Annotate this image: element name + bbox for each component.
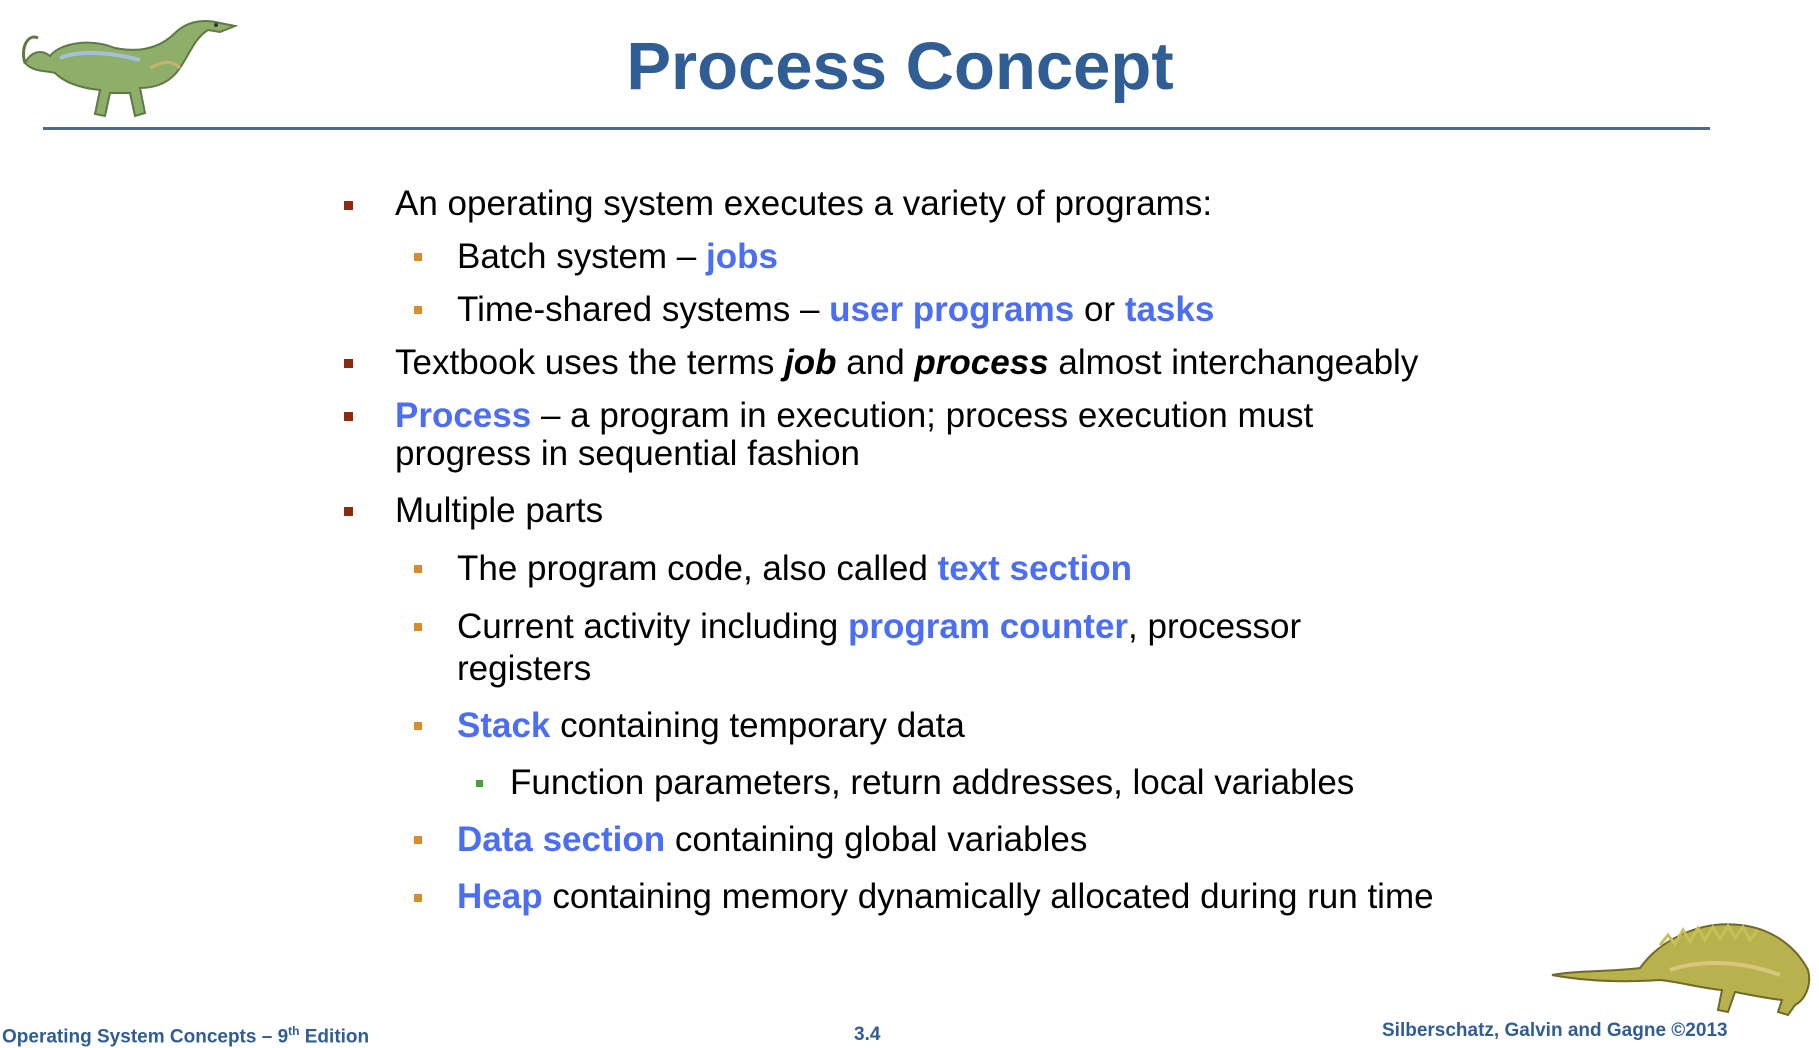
bullet-text: Time-shared systems – <box>457 290 830 329</box>
footer-text: Operating System Concepts – 9 <box>2 1026 289 1048</box>
bullet-b3-continuation: progress in sequential fashion <box>395 434 860 474</box>
term-program-counter: program counter <box>848 607 1129 646</box>
bullet-b4e: Heap containing memory dynamically alloc… <box>457 877 1434 917</box>
bullet-text: and <box>836 343 915 382</box>
bullet-b4b: Current activity including program count… <box>457 607 1301 647</box>
bullet-marker-l2 <box>414 623 422 631</box>
bullet-marker-l2 <box>414 253 422 261</box>
bullet-marker-l1 <box>344 507 353 516</box>
bullet-b3: Process – a program in execution; proces… <box>395 396 1313 436</box>
bullet-marker-l3 <box>476 780 483 787</box>
bullet-text: An operating system executes a variety o… <box>395 184 1213 223</box>
bullet-marker-l2 <box>414 836 422 844</box>
page-number: 3.4 <box>854 1024 881 1045</box>
bullet-text: The program code, also called <box>457 549 938 588</box>
bullet-b4d: Data section containing global variables <box>457 820 1087 860</box>
bullet-b2: Textbook uses the terms job and process … <box>395 343 1418 383</box>
bullet-marker-l1 <box>344 201 353 210</box>
footer-right: Silberschatz, Galvin and Gagne ©2013 <box>1382 1020 1728 1041</box>
term-text-section: text section <box>937 549 1133 588</box>
bullet-b1b: Time-shared systems – user programs or t… <box>457 290 1214 330</box>
bullet-marker-l1 <box>344 412 353 421</box>
term-data-section: Data section <box>457 820 666 859</box>
term-jobs: jobs <box>705 237 778 276</box>
bullet-text: containing memory dynamically allocated … <box>542 877 1434 916</box>
bullet-marker-l1 <box>344 359 353 368</box>
bullet-text: registers <box>457 649 592 688</box>
bullet-text: Batch system – <box>457 237 706 276</box>
bullet-marker-l2 <box>414 722 422 730</box>
bullet-text: almost interchangeably <box>1048 343 1419 382</box>
bullet-b4b-continuation: registers <box>457 649 591 689</box>
term-job: job <box>784 343 837 382</box>
bullet-b1a: Batch system – jobs <box>457 237 778 277</box>
bullet-text: Textbook uses the terms <box>395 343 785 382</box>
footer-text: Edition <box>299 1026 370 1048</box>
bullet-marker-l2 <box>414 894 422 902</box>
bullet-text: Multiple parts <box>395 491 604 530</box>
slide-title: Process Concept <box>626 29 1174 104</box>
bullet-b4a: The program code, also called text secti… <box>457 549 1132 589</box>
bullet-text: containing temporary data <box>550 706 965 745</box>
bullet-b4: Multiple parts <box>395 491 603 531</box>
bullet-b4c: Stack containing temporary data <box>457 706 965 746</box>
term-stack: Stack <box>457 706 551 745</box>
bullet-b4c1: Function parameters, return addresses, l… <box>510 763 1354 803</box>
dinosaur-logo-bottom <box>1551 923 1811 1017</box>
footer-left: Operating System Concepts – 9th Edition <box>2 1024 369 1048</box>
bullet-text: progress in sequential fashion <box>395 434 861 473</box>
bullet-text: Function parameters, return addresses, l… <box>510 763 1355 802</box>
bullet-b1: An operating system executes a variety o… <box>395 184 1212 224</box>
dinosaur-logo-top <box>22 20 239 118</box>
footer-sup: th <box>288 1024 300 1038</box>
bullet-text: or <box>1074 290 1125 329</box>
bullet-text: , processor <box>1128 607 1302 646</box>
term-tasks: tasks <box>1124 290 1215 329</box>
bullet-text: – a program in execution; process execut… <box>531 396 1314 435</box>
term-process-def: Process <box>395 396 532 435</box>
title-divider <box>43 127 1710 130</box>
bullet-text: Current activity including <box>457 607 848 646</box>
bullet-marker-l2 <box>414 565 422 573</box>
bullet-text: containing global variables <box>665 820 1088 859</box>
term-process: process <box>914 343 1049 382</box>
bullet-marker-l2 <box>414 306 422 314</box>
term-heap: Heap <box>457 877 543 916</box>
term-user-programs: user programs <box>829 290 1075 329</box>
